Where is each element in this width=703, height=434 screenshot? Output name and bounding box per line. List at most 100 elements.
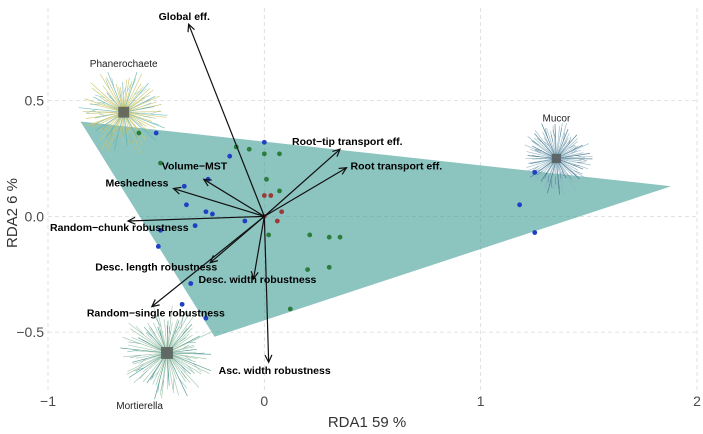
hypha-branch bbox=[534, 129, 557, 159]
hypha-branch bbox=[544, 141, 550, 147]
hypha-branch bbox=[173, 378, 175, 390]
hypha-branch bbox=[129, 355, 141, 359]
hypha-branch bbox=[556, 158, 565, 196]
hypha-branch bbox=[152, 371, 159, 379]
hypha-branch bbox=[110, 127, 114, 136]
hypha-branch bbox=[546, 128, 557, 159]
arrow-head bbox=[202, 178, 212, 187]
hypha-branch bbox=[535, 148, 542, 152]
hypha-branch bbox=[562, 170, 564, 176]
hypha-branch bbox=[133, 367, 145, 372]
hypha-branch bbox=[123, 95, 160, 113]
loading-arrow bbox=[188, 23, 265, 217]
hypha-branch bbox=[526, 151, 557, 159]
hypha-branch bbox=[577, 158, 587, 161]
loading-arrow bbox=[203, 178, 265, 217]
hypha-branch bbox=[154, 352, 168, 400]
sample-point bbox=[227, 153, 233, 159]
hypha-branch bbox=[123, 79, 127, 113]
sample-point bbox=[532, 230, 538, 235]
sample-point bbox=[261, 193, 267, 198]
hypha-branch bbox=[138, 358, 147, 365]
hypha-branch bbox=[559, 128, 562, 138]
hypha-branch bbox=[180, 370, 187, 379]
hypha-branch bbox=[556, 123, 568, 159]
hypha-branch bbox=[127, 349, 139, 353]
y-axis-label: RDA2 6 % bbox=[4, 178, 21, 248]
hypha-branch bbox=[556, 128, 569, 159]
sample-point bbox=[517, 202, 523, 208]
hypha-branch bbox=[126, 352, 168, 375]
hypha-branch bbox=[166, 316, 194, 354]
x-axis-label: RDA1 59 % bbox=[328, 414, 406, 431]
hypha-branch bbox=[566, 173, 572, 180]
hypha-branch bbox=[558, 180, 560, 190]
sample-point bbox=[277, 188, 282, 194]
sample-point bbox=[210, 211, 215, 217]
arrow-label: Global eff. bbox=[159, 11, 210, 23]
hypha-branch bbox=[534, 149, 542, 154]
hypha-branch bbox=[526, 158, 557, 172]
hypha-branch bbox=[123, 111, 165, 129]
hypha-branch bbox=[85, 111, 124, 127]
hypha-branch bbox=[166, 352, 210, 374]
hypha-branch bbox=[123, 73, 143, 113]
hypha-branch bbox=[569, 144, 576, 149]
arrow-label: Random−single robustness bbox=[87, 308, 225, 320]
loading-arrow bbox=[151, 215, 265, 308]
loading-arrow bbox=[173, 188, 265, 217]
hypha-branch bbox=[556, 158, 589, 169]
hypha-branch bbox=[146, 331, 154, 338]
arrow-label: Root−tip transport eff. bbox=[292, 136, 403, 148]
hypha-branch bbox=[541, 123, 557, 159]
hypha-branch bbox=[527, 158, 557, 164]
hypha-branch bbox=[166, 309, 188, 354]
hypha-branch bbox=[125, 132, 128, 141]
hypha-branch bbox=[536, 137, 544, 144]
hypha-branch bbox=[123, 71, 138, 113]
hypha-branch bbox=[129, 328, 168, 354]
arrow-head bbox=[250, 271, 259, 281]
hypha-branch bbox=[185, 356, 193, 361]
hypha-branch bbox=[166, 325, 168, 334]
hypha-branch bbox=[160, 352, 168, 396]
arrow-head bbox=[172, 186, 182, 195]
inoculum-block bbox=[551, 153, 562, 164]
hypha-branch bbox=[128, 322, 168, 354]
sample-point bbox=[274, 218, 280, 224]
hypha-branch bbox=[166, 352, 174, 394]
sample-point bbox=[287, 306, 293, 312]
hypha-branch bbox=[576, 155, 585, 158]
hypha-branch bbox=[150, 327, 156, 336]
loading-arrow bbox=[128, 215, 265, 222]
hypha-branch bbox=[570, 170, 577, 176]
y-tick-label: 0.0 bbox=[25, 208, 45, 224]
hypha-branch bbox=[142, 115, 151, 118]
hypha-branch bbox=[102, 122, 108, 131]
sample-point bbox=[203, 315, 209, 321]
hypha-branch bbox=[123, 111, 167, 118]
x-tick-label: 1 bbox=[477, 393, 485, 409]
hypha-branch bbox=[129, 133, 133, 144]
hypha-branch bbox=[142, 339, 150, 344]
hypha-branch bbox=[181, 365, 187, 373]
hypha-branch bbox=[120, 347, 168, 354]
hypha-branch bbox=[572, 145, 579, 151]
hypha-branch bbox=[536, 170, 544, 176]
hypha-branch bbox=[544, 128, 548, 138]
hypha-branch bbox=[95, 120, 104, 125]
x-tick-label: −1 bbox=[40, 393, 56, 409]
hypha-branch bbox=[151, 370, 156, 380]
hypha-branch bbox=[123, 352, 168, 358]
hypha-branch bbox=[556, 153, 591, 159]
hypha-branch bbox=[531, 140, 540, 146]
hypha-branch bbox=[128, 341, 141, 344]
hypha-branch bbox=[568, 136, 572, 145]
hypha-branch bbox=[155, 317, 162, 328]
species-illustration bbox=[120, 305, 212, 400]
hypha-branch bbox=[572, 164, 580, 166]
hypha-branch bbox=[107, 112, 125, 153]
hypha-branch bbox=[166, 311, 191, 354]
